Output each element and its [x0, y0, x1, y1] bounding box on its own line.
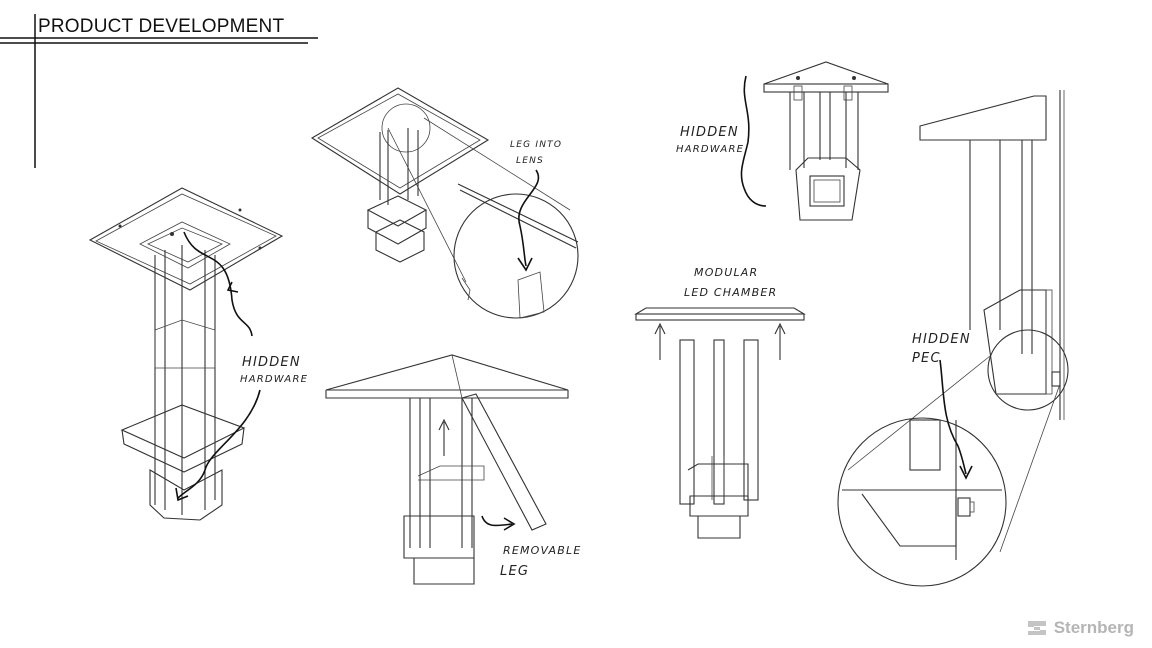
svg-text:LEG: LEG — [500, 564, 529, 579]
label-modular-led-chamber: MODULAR LED CHAMBER — [684, 266, 777, 299]
svg-text:LEG INTO: LEG INTO — [510, 140, 562, 150]
svg-text:PEC: PEC — [912, 351, 941, 366]
svg-text:LED CHAMBER: LED CHAMBER — [684, 286, 777, 299]
header-frame — [0, 14, 318, 168]
sketch-modular-led-chamber — [634, 307, 806, 539]
svg-text:MODULAR: MODULAR — [694, 266, 758, 279]
sketch-top-hidden-hardware — [740, 61, 889, 221]
brand-logo: Sternberg — [1026, 618, 1134, 638]
svg-text:REMOVABLE: REMOVABLE — [503, 544, 581, 557]
svg-text:HARDWARE: HARDWARE — [240, 374, 308, 385]
svg-text:HIDDEN: HIDDEN — [912, 332, 971, 347]
sketch-side-hidden-pec — [837, 90, 1069, 587]
svg-text:LENS: LENS — [516, 156, 544, 166]
label-hidden-hardware-top: HIDDEN HARDWARE — [676, 125, 744, 155]
sketch-pole-underside — [88, 187, 284, 521]
label-hidden-hardware-left: HIDDEN HARDWARE — [240, 355, 308, 385]
svg-text:HIDDEN: HIDDEN — [242, 355, 301, 370]
svg-text:HIDDEN: HIDDEN — [680, 125, 739, 140]
brand-name: Sternberg — [1053, 618, 1134, 637]
sternberg-logo-icon — [1027, 621, 1046, 635]
label-leg-into-lens: LEG INTO LENS — [510, 140, 562, 166]
sketch-leg-into-lens — [310, 87, 579, 319]
label-removable-leg: REMOVABLE LEG — [500, 544, 581, 579]
svg-text:HARDWARE: HARDWARE — [676, 144, 744, 155]
label-hidden-pec: HIDDEN PEC — [912, 332, 971, 366]
page-title: PRODUCT DEVELOPMENT — [38, 16, 285, 37]
sketch-removable-leg — [325, 354, 569, 585]
